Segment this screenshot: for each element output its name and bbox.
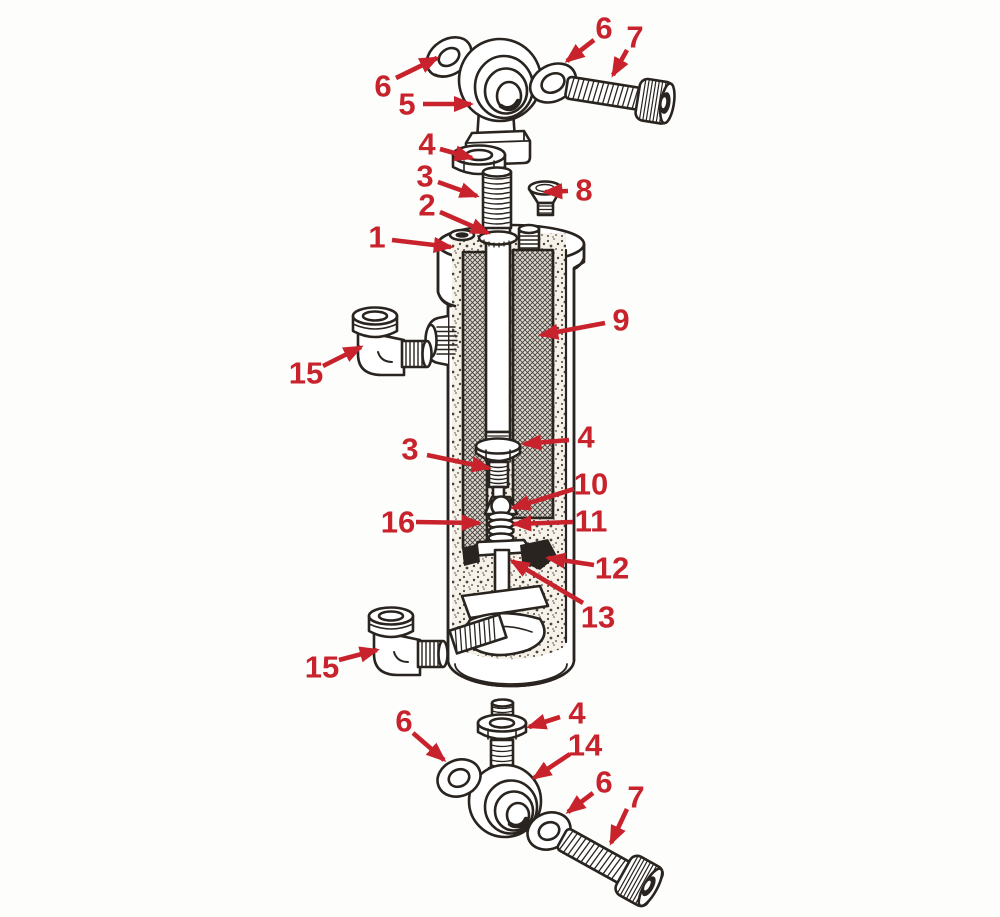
label-2-snap-ring: 2 — [418, 188, 435, 223]
label-9-liner: 9 — [612, 303, 629, 338]
label-4-mid-nut: 4 — [577, 420, 595, 455]
valve-ball-and-spring — [483, 495, 519, 544]
arrow-label-4-top-nut — [439, 145, 475, 162]
label-7-top: 7 — [626, 20, 643, 55]
snap-ring — [477, 230, 519, 248]
arrow-label-8-screw — [541, 183, 569, 200]
elbow-fitting-upper — [351, 306, 433, 377]
arrow-label-4-mid-nut — [520, 434, 570, 451]
lock-nut-bottom — [476, 713, 528, 741]
arrow-label-15-upper-elbow — [321, 344, 364, 369]
label-6-top-right: 6 — [595, 11, 612, 46]
rod-end-top — [457, 37, 543, 167]
label-8-screw: 8 — [575, 173, 592, 208]
label-6-bottom-right: 6 — [595, 765, 612, 800]
label-5-rod-end: 5 — [398, 87, 415, 122]
arrow-label-3-mid-stud — [426, 452, 492, 473]
arrow-label-3-top-stud — [437, 179, 480, 199]
arrow-label-6-top-left — [394, 55, 440, 81]
label-16-piston: 16 — [381, 505, 415, 540]
label-13-stem: 13 — [581, 600, 615, 635]
label-11-spring: 11 — [575, 504, 608, 539]
rod-threaded-stud — [487, 460, 510, 500]
label-1-cap: 1 — [368, 220, 385, 255]
label-6-bottom-left: 6 — [395, 704, 412, 739]
label-15-lower-elbow: 15 — [305, 650, 339, 685]
label-10-ball: 10 — [574, 467, 608, 502]
socket-head-bolt-bottom — [556, 827, 664, 908]
label-3-mid-stud: 3 — [401, 432, 418, 467]
label-3-top-stud: 3 — [416, 159, 433, 194]
arrow-label-6-bottom-left — [411, 731, 447, 762]
lower-port-thread — [448, 613, 508, 655]
arrow-label-15-lower-elbow — [338, 646, 380, 663]
label-6-top-left: 6 — [374, 69, 391, 104]
label-7-bottom: 7 — [627, 780, 644, 815]
label-4-bottom-nut: 4 — [568, 696, 586, 731]
label-4-top-nut: 4 — [418, 127, 436, 162]
arrow-label-16-piston — [415, 514, 483, 531]
arrow-label-11-spring — [510, 515, 574, 532]
arrow-label-4-bottom-nut — [526, 714, 561, 730]
arrow-label-7-bottom — [608, 808, 630, 846]
label-12-valve: 12 — [595, 551, 629, 586]
label-14-rod-end: 14 — [568, 728, 603, 763]
arrow-label-13-stem — [509, 559, 585, 605]
arrow-label-10-ball — [510, 486, 575, 511]
label-15-upper-elbow: 15 — [289, 356, 323, 391]
arrow-label-14-rod-end — [531, 752, 572, 780]
arrow-label-7-top — [610, 48, 630, 78]
arrow-label-9-liner — [538, 320, 606, 340]
flat-head-screw — [527, 180, 563, 217]
arrow-label-6-top-right — [564, 38, 596, 63]
washer-bottom-left — [436, 758, 482, 798]
piston-rod — [484, 224, 512, 434]
arrow-label-6-bottom-right — [565, 791, 595, 814]
threaded-stud-top — [481, 166, 513, 230]
socket-head-bolt-top — [564, 75, 676, 125]
cap-threaded-bore — [517, 223, 541, 252]
washer-top-right — [528, 62, 578, 104]
cylinder-body — [424, 223, 586, 688]
elbow-fitting-lower — [367, 606, 449, 677]
arrow-label-2-snap-ring — [439, 209, 491, 236]
rod-end-bottom — [467, 738, 543, 839]
arrow-label-12-valve — [544, 552, 595, 569]
arrow-label-1-cap — [391, 236, 455, 254]
